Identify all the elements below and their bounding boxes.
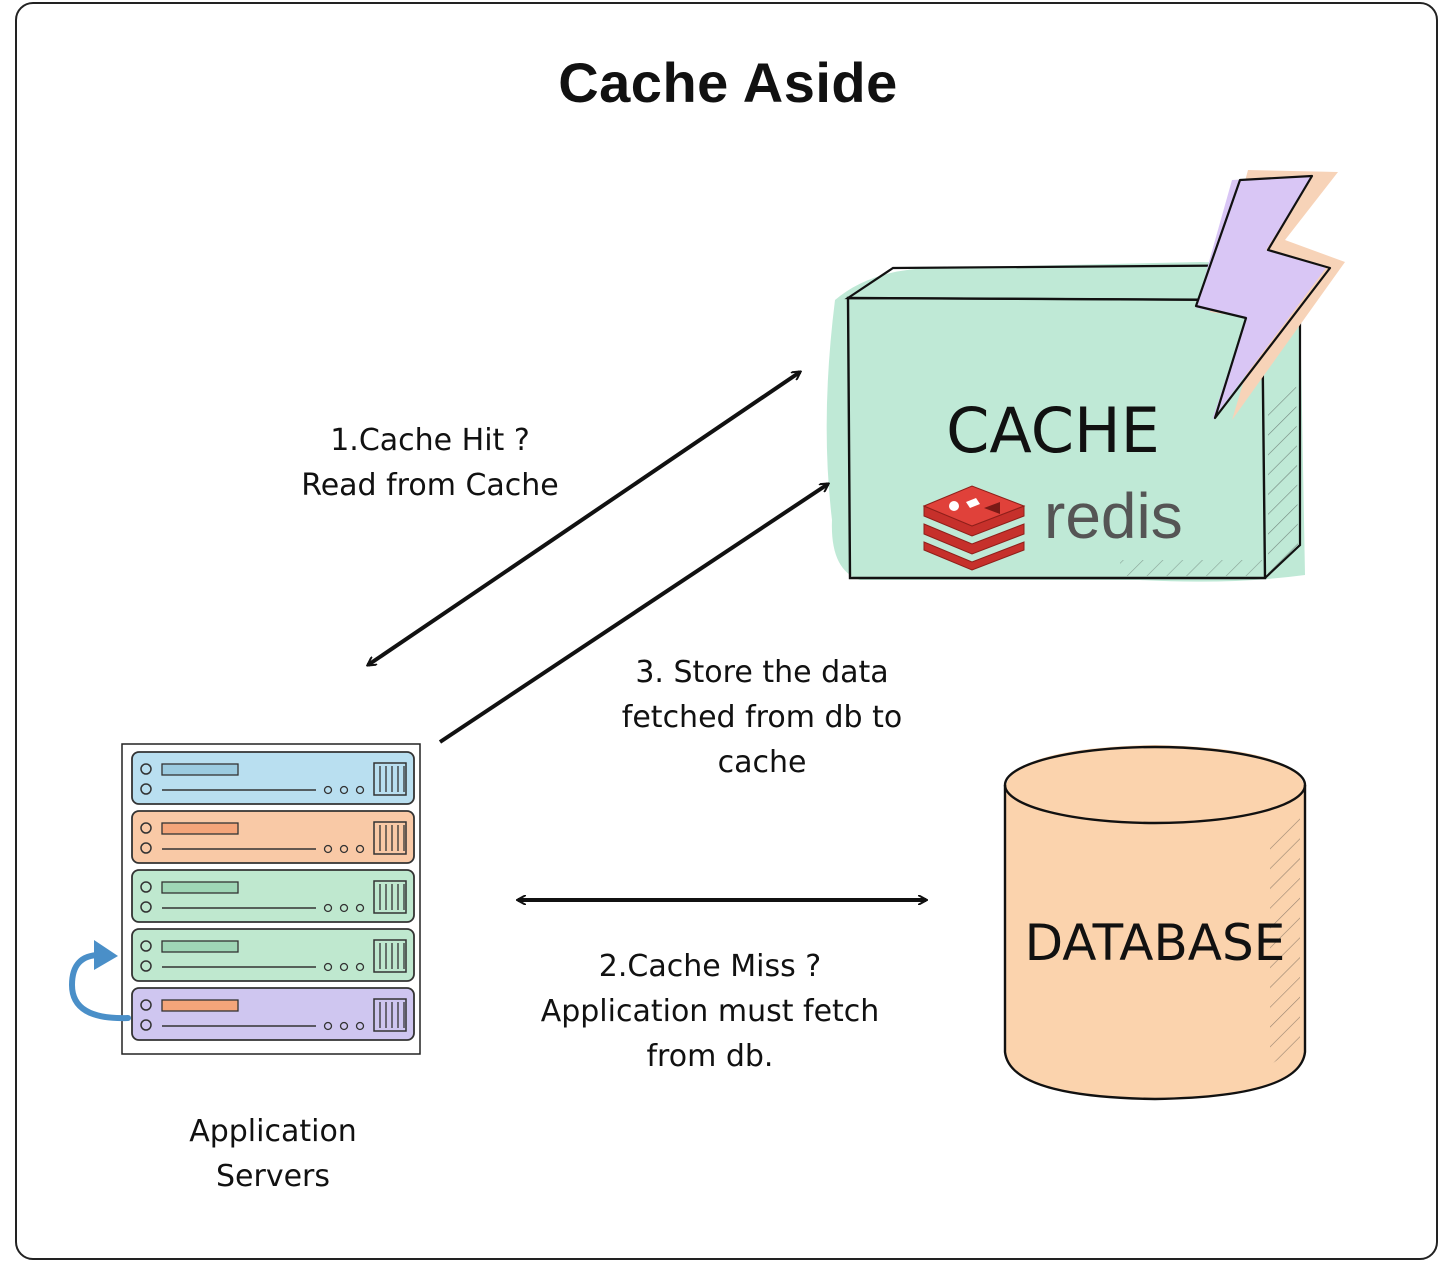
cache-hit-label: 1.Cache Hit ? Read from Cache [270,418,590,508]
bolt-fill [1196,176,1326,420]
server-unit [131,869,415,923]
app-servers-label: Application Servers [143,1109,403,1199]
cache-hit-line2: Read from Cache [301,468,559,503]
cache-hatch [1268,370,1298,575]
cache-hit-line1: 1.Cache Hit ? [330,423,530,458]
arrow-cache-hit [368,372,800,665]
database-node: DATABASE [1003,745,1307,1101]
page-title: Cache Aside [558,51,898,114]
server-unit [131,987,415,1041]
server-unit [131,810,415,864]
cache-miss-line2: Application must fetch [540,994,880,1029]
cache-miss-line1: 2.Cache Miss ? [598,949,822,984]
server-unit [131,928,415,982]
redis-logo-icon [922,485,1026,571]
cache-miss-line3: from db. [646,1039,774,1074]
store-line1: 3. Store the data [635,655,889,690]
arrow-store-to-cache [438,484,828,744]
store-label: 3. Store the data fetched from db to cac… [592,650,932,785]
database-label: DATABASE [1025,914,1286,972]
app-servers-line2: Servers [215,1159,330,1194]
server-unit [131,751,415,805]
loop-arrow-icon [68,952,131,1022]
loop-arrow-head [94,940,118,970]
cache-label: CACHE [946,394,1160,467]
store-line3: cache [717,745,807,780]
database-hatch [1270,815,1300,1065]
database-body-outline [1003,785,1307,1101]
cache-bottom-hatch [1120,560,1262,576]
app-servers-node [68,743,421,1055]
database-fill-shape [1005,745,1305,1100]
store-line2: fetched from db to [621,700,903,735]
bolt-outline [1194,174,1332,420]
redis-brand-label: redis [1044,480,1183,552]
cache-node: CACHE redis [826,170,1345,582]
app-servers-line1: Application [189,1114,357,1149]
cache-miss-label: 2.Cache Miss ? Application must fetch fr… [520,944,900,1079]
